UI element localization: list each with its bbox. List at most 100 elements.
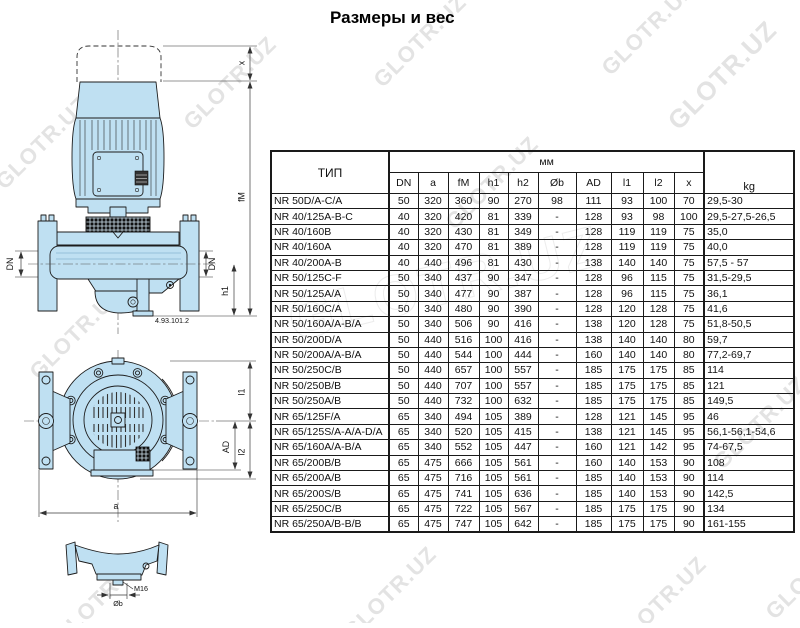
cell-ad: 128: [575, 208, 612, 225]
cell-a: 440: [417, 254, 449, 271]
cell-ob: -: [537, 485, 577, 502]
cell-ad: 138: [575, 331, 612, 348]
cell-type: NR 50/125C-F: [270, 269, 390, 287]
cell-h1: 105: [478, 485, 509, 502]
cell-dn: 50: [388, 316, 419, 333]
cell-l1: 93: [610, 208, 644, 225]
cell-l1: 121: [610, 408, 644, 425]
table-row: NR 65/125F/A 65 340 494 105 389 - 128 12…: [270, 408, 795, 425]
cell-l2: 145: [642, 423, 675, 441]
table-row: NR 50/250A/B 50 440 732 100 632 - 185 17…: [270, 393, 795, 410]
cell-x: 75: [673, 254, 705, 271]
cell-l2: 175: [642, 377, 675, 395]
cell-ad: 185: [575, 500, 612, 518]
cell-h2: 389: [507, 239, 539, 256]
cell-h1: 100: [478, 377, 509, 395]
cell-kg: 51,8-50,5: [703, 316, 795, 333]
cell-ad: 185: [575, 393, 612, 410]
cell-fm: 470: [447, 239, 480, 256]
cell-fm: 657: [447, 362, 480, 379]
col-header-ob: Øb: [537, 172, 577, 194]
cell-type: NR 50/160C/A: [270, 300, 390, 318]
cell-type: NR 40/200A-B: [270, 254, 390, 271]
cell-type: NR 50/125A/A: [270, 285, 390, 302]
cell-h2: 557: [507, 377, 539, 395]
cell-ad: 138: [575, 423, 612, 441]
cell-ad: 138: [575, 316, 612, 333]
cell-dn: 65: [388, 439, 419, 456]
cell-a: 475: [417, 454, 449, 472]
cell-x: 75: [673, 223, 705, 241]
cell-kg: 36,1: [703, 285, 795, 302]
col-header-h2: h2: [507, 172, 539, 194]
cell-type: NR 50/200A/A-B/A: [270, 346, 390, 364]
table-row: NR 65/200S/B 65 475 741 105 636 - 185 14…: [270, 485, 795, 502]
cell-ad: 185: [575, 362, 612, 379]
cell-ob: -: [537, 316, 577, 333]
cell-a: 340: [417, 316, 449, 333]
cell-h1: 105: [478, 423, 509, 441]
top-view: l1 AD l2 a: [24, 350, 256, 522]
cell-fm: 437: [447, 269, 480, 287]
cell-kg: 46: [703, 408, 795, 425]
cell-type: NR 40/160B: [270, 223, 390, 241]
table-row: NR 50/200A/A-B/A 50 440 544 100 444 - 16…: [270, 346, 795, 364]
cell-h1: 105: [478, 408, 509, 425]
cell-h1: 100: [478, 393, 509, 410]
cell-type: NR 65/125S/A-A/A-D/A: [270, 423, 390, 441]
cell-dn: 50: [388, 300, 419, 318]
cell-h2: 430: [507, 254, 539, 271]
cell-l2: 140: [642, 254, 675, 271]
cell-a: 440: [417, 377, 449, 395]
cell-h2: 270: [507, 192, 539, 210]
cell-ob: -: [537, 331, 577, 348]
cell-h1: 81: [478, 208, 509, 225]
cell-h2: 642: [507, 516, 539, 533]
cell-h2: 349: [507, 223, 539, 241]
cell-ob: -: [537, 269, 577, 287]
col-header-ad: AD: [575, 172, 612, 194]
cell-fm: 520: [447, 423, 480, 441]
dim-label-dn-right: DN: [207, 258, 217, 271]
cell-kg: 59,7: [703, 331, 795, 348]
cell-l2: 175: [642, 500, 675, 518]
cell-a: 475: [417, 470, 449, 487]
cell-h1: 81: [478, 254, 509, 271]
cell-h1: 100: [478, 331, 509, 348]
cell-h1: 105: [478, 454, 509, 472]
cell-a: 320: [417, 239, 449, 256]
cell-a: 340: [417, 408, 449, 425]
cell-h2: 389: [507, 408, 539, 425]
col-header-h1: h1: [478, 172, 509, 194]
cell-h2: 636: [507, 485, 539, 502]
table-body: NR 50D/A-C/A 50 320 360 90 270 98 111 93…: [270, 192, 795, 533]
cell-h1: 105: [478, 470, 509, 487]
cell-ad: 185: [575, 470, 612, 487]
cell-ad: 128: [575, 239, 612, 256]
cell-h2: 339: [507, 208, 539, 225]
cell-h1: 90: [478, 269, 509, 287]
cell-h2: 387: [507, 285, 539, 302]
cell-fm: 506: [447, 316, 480, 333]
cell-ad: 128: [575, 223, 612, 241]
cell-x: 80: [673, 346, 705, 364]
cell-x: 90: [673, 485, 705, 502]
cell-ob: -: [537, 254, 577, 271]
cell-type: NR 50/250A/B: [270, 393, 390, 410]
cell-fm: 430: [447, 223, 480, 241]
cell-kg: 40,0: [703, 239, 795, 256]
table-row: NR 50/250C/B 50 440 657 100 557 - 185 17…: [270, 362, 795, 379]
cell-fm: 420: [447, 208, 480, 225]
cell-fm: 741: [447, 485, 480, 502]
cell-ob: -: [537, 346, 577, 364]
cell-a: 340: [417, 285, 449, 302]
col-header-l1: l1: [610, 172, 644, 194]
col-header-x: x: [673, 172, 705, 194]
cell-l1: 120: [610, 316, 644, 333]
cell-l1: 96: [610, 285, 644, 302]
cell-dn: 65: [388, 470, 419, 487]
cell-l2: 128: [642, 300, 675, 318]
cell-kg: 114: [703, 362, 795, 379]
cell-a: 475: [417, 485, 449, 502]
cell-dn: 50: [388, 362, 419, 379]
